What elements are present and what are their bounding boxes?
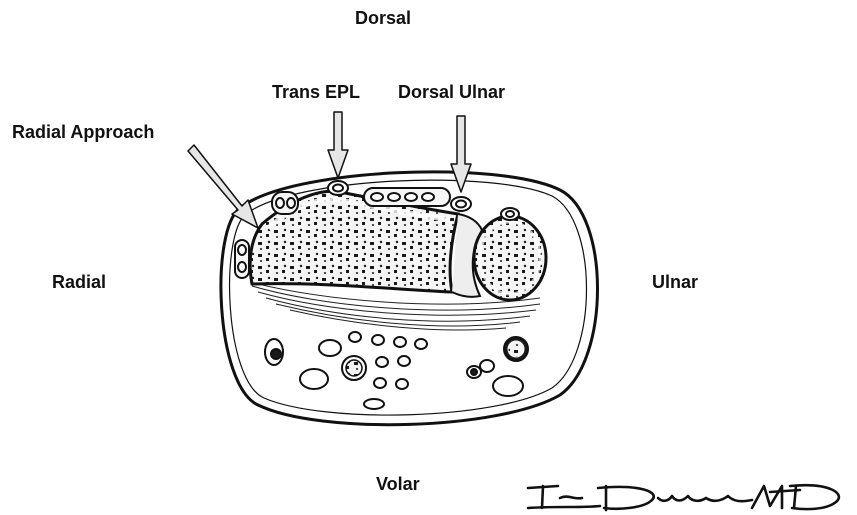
radial-approach-arrow (188, 145, 258, 228)
author-signature (528, 485, 839, 510)
trans-epl-arrow (328, 112, 348, 178)
ulna-bone (474, 216, 546, 300)
